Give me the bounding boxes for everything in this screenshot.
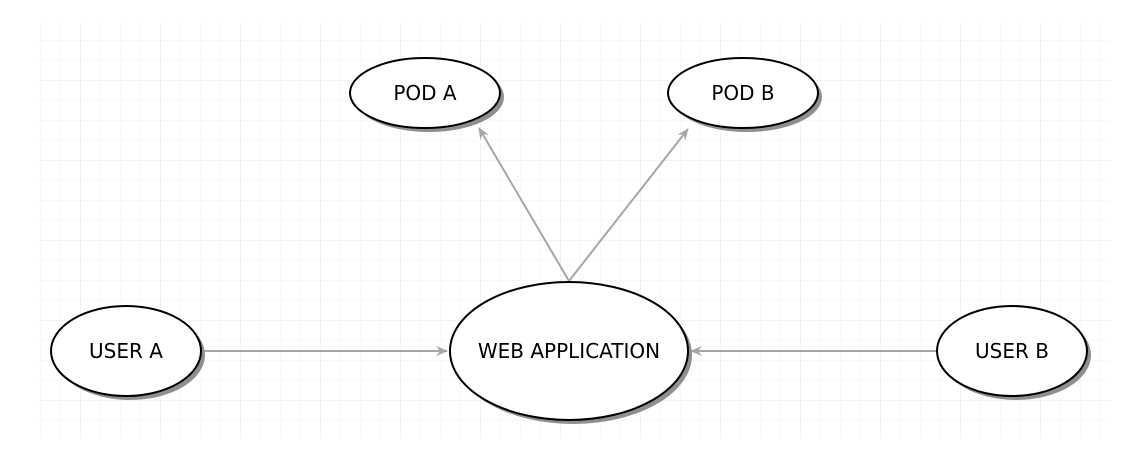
node-user-b-label: USER B <box>975 339 1049 363</box>
node-user-a[interactable]: USER A <box>50 305 205 400</box>
node-web-application-label: WEB APPLICATION <box>478 339 660 363</box>
edge-web-application-to-pod-b[interactable] <box>568 128 689 282</box>
edges-layer <box>201 127 937 356</box>
edge-web-application-to-pod-a[interactable] <box>478 127 570 282</box>
node-pod-b-label: POD B <box>711 81 774 105</box>
node-pod-a-label: POD A <box>393 81 457 105</box>
node-web-application[interactable]: WEB APPLICATION <box>449 281 692 424</box>
node-user-b[interactable]: USER B <box>936 305 1091 400</box>
node-user-a-label: USER A <box>89 339 163 363</box>
node-pod-b-shape[interactable] <box>667 57 819 129</box>
node-user-b-shape[interactable] <box>936 305 1088 397</box>
node-pod-a-shape[interactable] <box>349 57 501 129</box>
node-web-application-shape[interactable] <box>449 281 689 421</box>
node-pod-b[interactable]: POD B <box>667 57 822 132</box>
node-user-a-shape[interactable] <box>50 305 202 397</box>
node-pod-a[interactable]: POD A <box>349 57 504 132</box>
